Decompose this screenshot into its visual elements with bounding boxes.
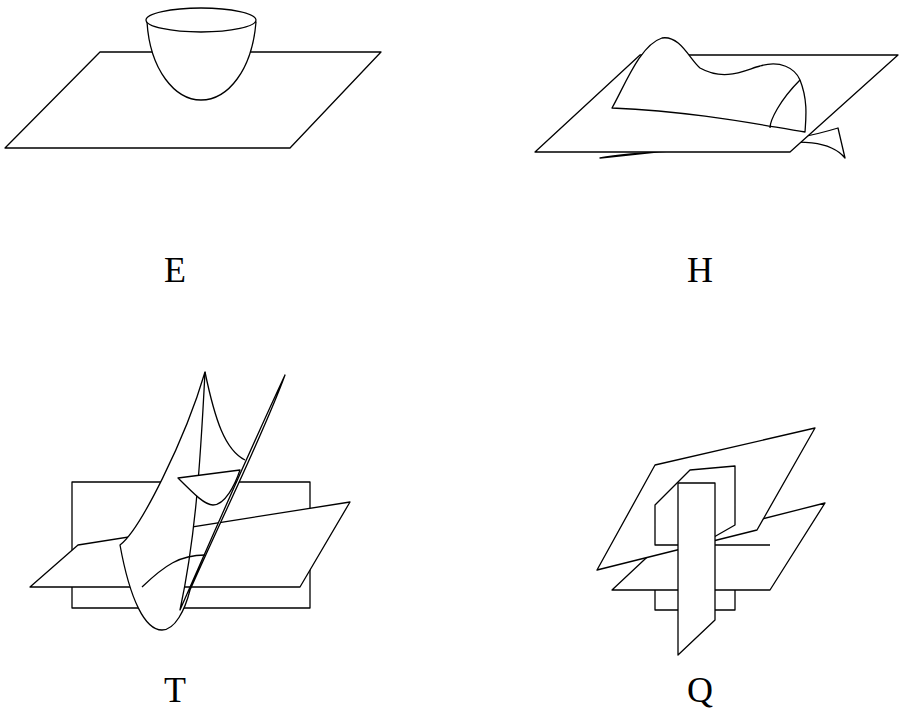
figure-letter: T [164, 672, 186, 708]
hyperbolic-contact [535, 38, 898, 158]
elliptic-contact [5, 8, 381, 148]
parabolic-contact [30, 372, 350, 630]
planar-contact [597, 428, 825, 655]
figure-letter: H [687, 252, 713, 288]
figure-letter: E [164, 252, 186, 288]
figure-letter: Q [687, 672, 713, 708]
